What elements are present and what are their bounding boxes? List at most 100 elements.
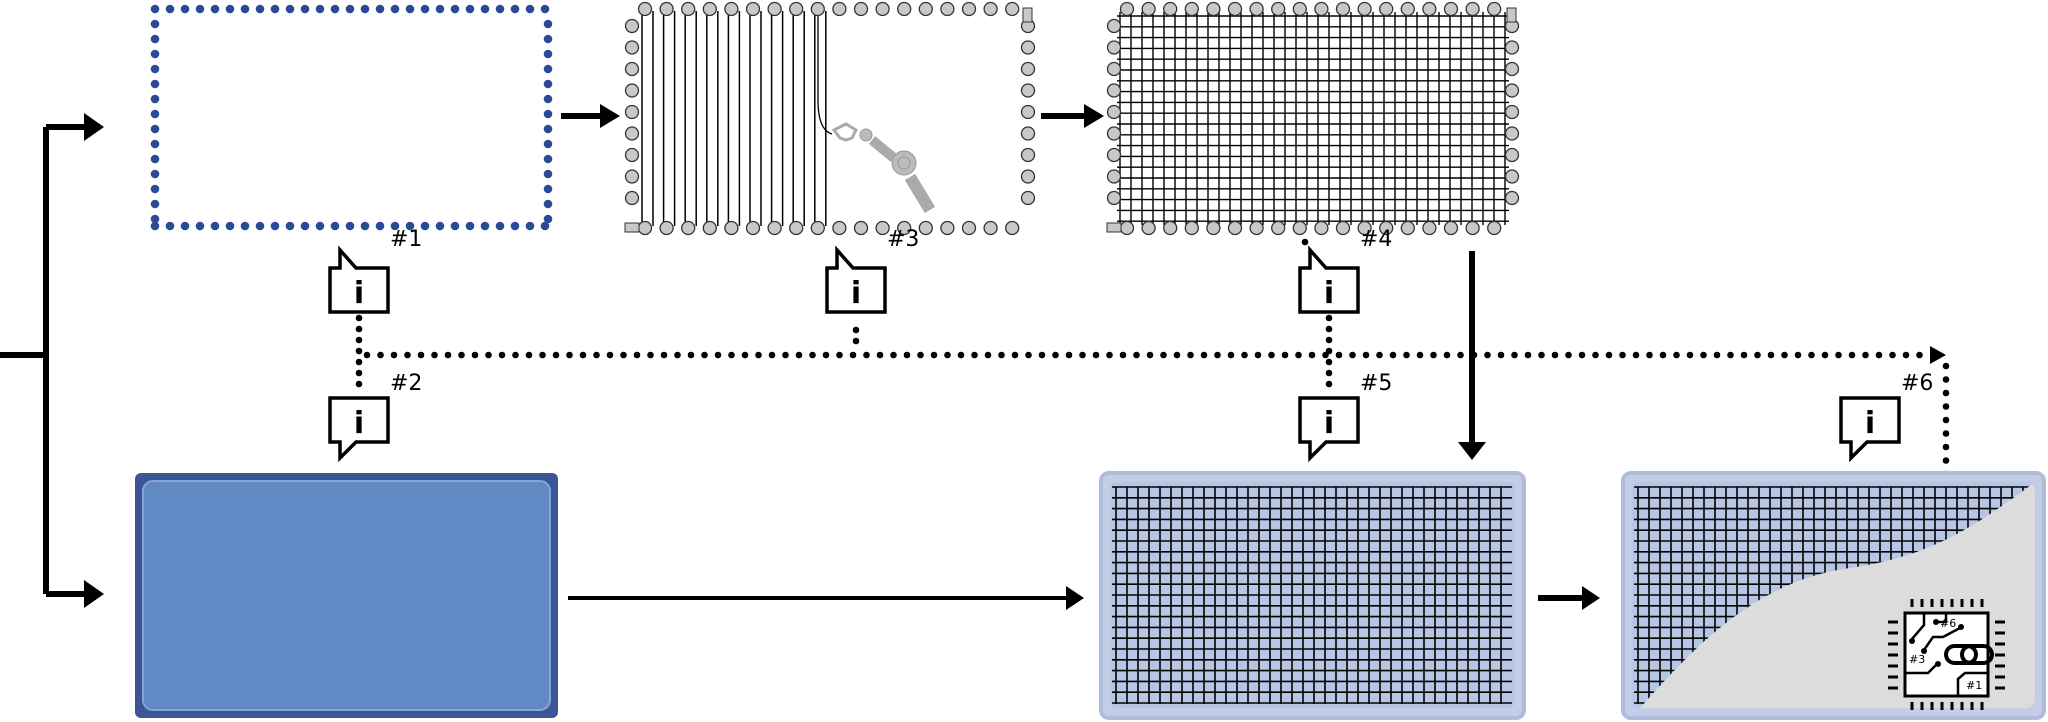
line-dot bbox=[355, 358, 363, 366]
peg bbox=[702, 220, 717, 236]
peg bbox=[918, 220, 933, 236]
frame-dot bbox=[543, 124, 553, 134]
frame-dot bbox=[375, 221, 385, 231]
frame-dot bbox=[165, 221, 175, 231]
frame-dot bbox=[543, 154, 553, 164]
peg bbox=[1106, 169, 1122, 184]
line-dot bbox=[795, 351, 803, 359]
anchor-block bbox=[624, 222, 640, 233]
line-dot bbox=[1349, 351, 1356, 359]
chip-link-icon: #6 #3 #1 bbox=[1888, 599, 2005, 710]
peg bbox=[681, 1, 696, 17]
info-icon: i bbox=[354, 406, 364, 441]
peg bbox=[1487, 1, 1502, 17]
peg bbox=[1184, 1, 1199, 17]
chip-label-top: #6 bbox=[1940, 617, 1956, 630]
frame-dot bbox=[285, 4, 295, 14]
line-dot bbox=[890, 351, 897, 359]
anchor-block bbox=[1506, 7, 1517, 23]
fiber-strand bbox=[749, 11, 762, 226]
frame-dot bbox=[465, 221, 475, 231]
line-dot bbox=[1403, 351, 1410, 359]
frame-dot bbox=[405, 221, 415, 231]
line-dot bbox=[355, 314, 363, 322]
anchor-block bbox=[1106, 222, 1122, 233]
dotted-arrow-head-right bbox=[1930, 346, 1946, 364]
line-dot bbox=[1335, 351, 1343, 359]
line-dot bbox=[1551, 351, 1559, 359]
peg bbox=[961, 1, 977, 17]
frame-dot bbox=[540, 4, 550, 14]
peg bbox=[1487, 220, 1502, 236]
frame-dot bbox=[495, 221, 505, 231]
peg bbox=[1443, 1, 1459, 17]
speech-bubble-icon bbox=[1298, 245, 1360, 314]
line-dot bbox=[768, 351, 776, 359]
peg bbox=[940, 220, 955, 236]
peg bbox=[1504, 147, 1520, 163]
peg bbox=[1443, 220, 1459, 236]
line-dot bbox=[1942, 389, 1950, 397]
line-dot bbox=[755, 351, 762, 359]
speech-bubble-icon bbox=[328, 245, 390, 314]
line-dot bbox=[876, 351, 884, 359]
speech-bubble-icon bbox=[1839, 396, 1901, 463]
peg bbox=[1106, 18, 1122, 34]
peg bbox=[789, 220, 804, 236]
frame-dot bbox=[180, 221, 190, 231]
peg bbox=[659, 1, 674, 17]
speech-bubble-icon bbox=[825, 245, 887, 314]
line-dot bbox=[498, 351, 506, 359]
peg bbox=[1271, 1, 1286, 17]
line-dot bbox=[1187, 351, 1194, 359]
line-dot bbox=[1457, 351, 1464, 359]
empty-mold-outline bbox=[150, 4, 553, 231]
line-dot bbox=[1942, 457, 1950, 464]
line-dot bbox=[1511, 351, 1518, 359]
peg bbox=[983, 1, 998, 17]
line-dot bbox=[1875, 351, 1883, 359]
peg bbox=[1106, 83, 1122, 98]
callout-label: #6 bbox=[1901, 371, 1933, 396]
arrow-stage1-to-2 bbox=[561, 104, 620, 128]
frame-dot bbox=[195, 221, 205, 231]
line-dot bbox=[1942, 376, 1950, 383]
peg bbox=[897, 1, 912, 17]
peg bbox=[1119, 1, 1135, 17]
line-dot bbox=[1835, 351, 1842, 359]
line-dot bbox=[1524, 351, 1532, 359]
line-dot bbox=[1646, 351, 1653, 359]
peg bbox=[1400, 220, 1415, 236]
line-dot bbox=[687, 351, 695, 359]
line-dot bbox=[1119, 351, 1127, 359]
line-dot bbox=[1106, 351, 1113, 359]
line-dot bbox=[1942, 416, 1950, 424]
peg bbox=[961, 220, 977, 236]
peg bbox=[1141, 1, 1156, 17]
peg bbox=[1504, 104, 1520, 120]
line-dot bbox=[1325, 358, 1333, 366]
line-dot bbox=[1727, 351, 1734, 359]
peg bbox=[918, 1, 933, 17]
frame-dot bbox=[543, 64, 553, 74]
line-dot bbox=[1065, 351, 1073, 359]
info-icon: i bbox=[1865, 406, 1875, 441]
line-dot bbox=[566, 351, 573, 359]
frame-dot bbox=[225, 221, 235, 231]
line-dot bbox=[1754, 351, 1761, 359]
blue-panel bbox=[135, 473, 558, 718]
frame-dot bbox=[150, 4, 160, 14]
peg bbox=[624, 169, 640, 184]
frame-dot bbox=[543, 169, 553, 179]
line-dot bbox=[903, 351, 911, 359]
peg bbox=[1249, 220, 1264, 236]
line-dot bbox=[363, 351, 371, 359]
line-dot bbox=[1605, 351, 1613, 359]
peg bbox=[1335, 1, 1351, 17]
line-dot bbox=[863, 351, 870, 359]
line-dot bbox=[1902, 351, 1910, 359]
peg bbox=[1292, 1, 1307, 17]
line-dot bbox=[930, 351, 938, 359]
line-dot bbox=[1052, 351, 1059, 359]
line-dot bbox=[1254, 351, 1262, 359]
